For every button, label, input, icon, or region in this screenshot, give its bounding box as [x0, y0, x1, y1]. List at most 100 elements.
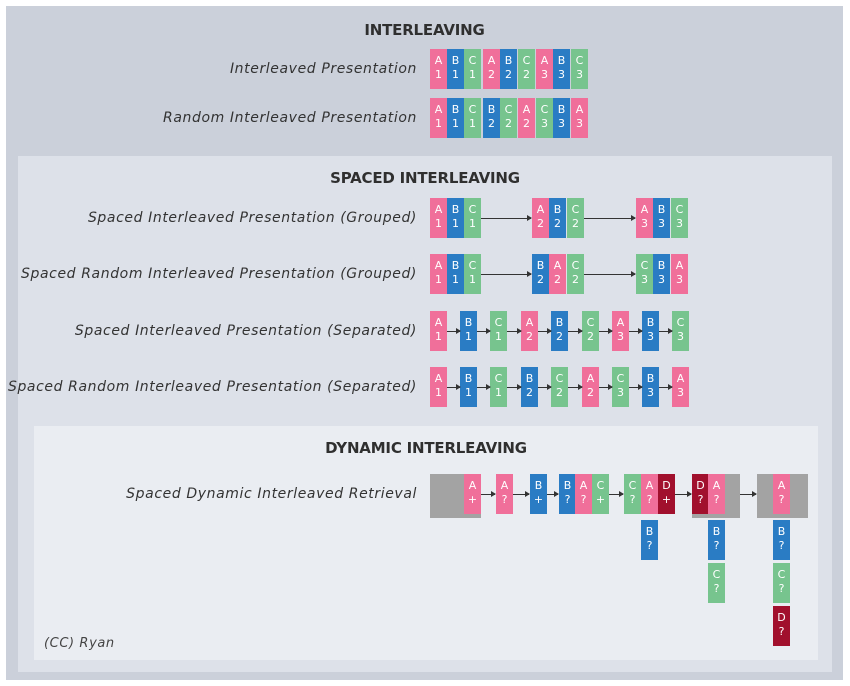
block-mark: 2: [572, 273, 579, 286]
arrow-connector: [675, 491, 692, 497]
arrow-connector: [481, 491, 496, 497]
block-mark: ?: [501, 493, 508, 506]
arrow-connector: [599, 384, 613, 390]
block-letter: B: [646, 316, 655, 329]
block-mark: 3: [677, 330, 684, 343]
block-letter: A: [434, 103, 443, 116]
block-b-query: B?: [708, 520, 725, 560]
block-a-query: A?: [641, 474, 658, 514]
arrow-connector: [740, 491, 757, 497]
block-mark: 3: [658, 217, 665, 230]
block-letter: D: [696, 479, 705, 492]
section-title-dynamic: DYNAMIC INTERLEAVING: [325, 439, 527, 457]
block-letter: B: [464, 316, 473, 329]
block-mark: 1: [495, 330, 502, 343]
block-mark: 2: [554, 217, 561, 230]
block-letter: C: [571, 203, 580, 216]
block-mark: 1: [435, 273, 442, 286]
block-mark: 1: [435, 68, 442, 81]
block-letter: C: [494, 372, 503, 385]
block-mark: 1: [452, 68, 459, 81]
arrow-connector: [568, 384, 583, 390]
block-b-plus: B+: [530, 474, 547, 514]
block-mark: ?: [713, 539, 720, 552]
block-letter: C: [522, 54, 531, 67]
block-mark: 3: [641, 273, 648, 286]
block-mark: ?: [629, 493, 636, 506]
arrow-connector: [447, 328, 461, 334]
block-letter: C: [777, 568, 786, 581]
block-letter: C: [628, 479, 637, 492]
arrow-connector: [507, 328, 522, 334]
block-b-query: B?: [559, 474, 576, 514]
block-letter: C: [586, 316, 595, 329]
arrow-connector: [659, 328, 673, 334]
block-mark: +: [661, 493, 672, 506]
arrow-connector: [447, 384, 461, 390]
block-mark: 3: [617, 330, 624, 343]
block-mark: +: [467, 493, 478, 506]
block-mark: 3: [658, 273, 665, 286]
block-letter: B: [557, 103, 566, 116]
block-mark: 3: [676, 273, 683, 286]
block-letter: A: [434, 54, 443, 67]
block-mark: 2: [537, 273, 544, 286]
block-mark: 1: [452, 217, 459, 230]
row-label-spaced-random-separated: Spaced Random Interleaved Presentation (…: [7, 379, 417, 395]
arrow-connector: [584, 271, 636, 277]
block-letter: B: [487, 103, 496, 116]
arrow-connector: [513, 491, 530, 497]
arrow-connector: [584, 215, 636, 221]
block-mark: 2: [526, 386, 533, 399]
arrow-connector: [547, 491, 559, 497]
block-letter: A: [586, 372, 595, 385]
block-letter: A: [777, 479, 786, 492]
block-d-query: D?: [773, 606, 790, 646]
block-mark: 2: [526, 330, 533, 343]
block-mark: 3: [677, 386, 684, 399]
block-letter: B: [451, 259, 460, 272]
arrow-connector: [659, 384, 673, 390]
block-mark: 3: [647, 386, 654, 399]
arrow-connector: [477, 328, 491, 334]
block-letter: B: [534, 479, 543, 492]
block-c-query: C?: [708, 563, 725, 603]
block-mark: 1: [452, 117, 459, 130]
arrow-connector: [609, 491, 624, 497]
block-letter: B: [657, 203, 666, 216]
block-letter: C: [676, 316, 685, 329]
block-letter: B: [525, 372, 534, 385]
block-mark: 2: [587, 330, 594, 343]
block-b-query: B?: [641, 520, 658, 560]
block-letter: C: [555, 372, 564, 385]
block-mark: ?: [646, 493, 653, 506]
block-mark: 2: [556, 386, 563, 399]
block-b-query: B?: [773, 520, 790, 560]
section-title-interleaving: INTERLEAVING: [364, 21, 485, 39]
block-letter: B: [557, 54, 566, 67]
block-mark: 2: [505, 117, 512, 130]
block-c-query: C?: [624, 474, 641, 514]
block-mark: 3: [676, 217, 683, 230]
block-letter: A: [434, 203, 443, 216]
